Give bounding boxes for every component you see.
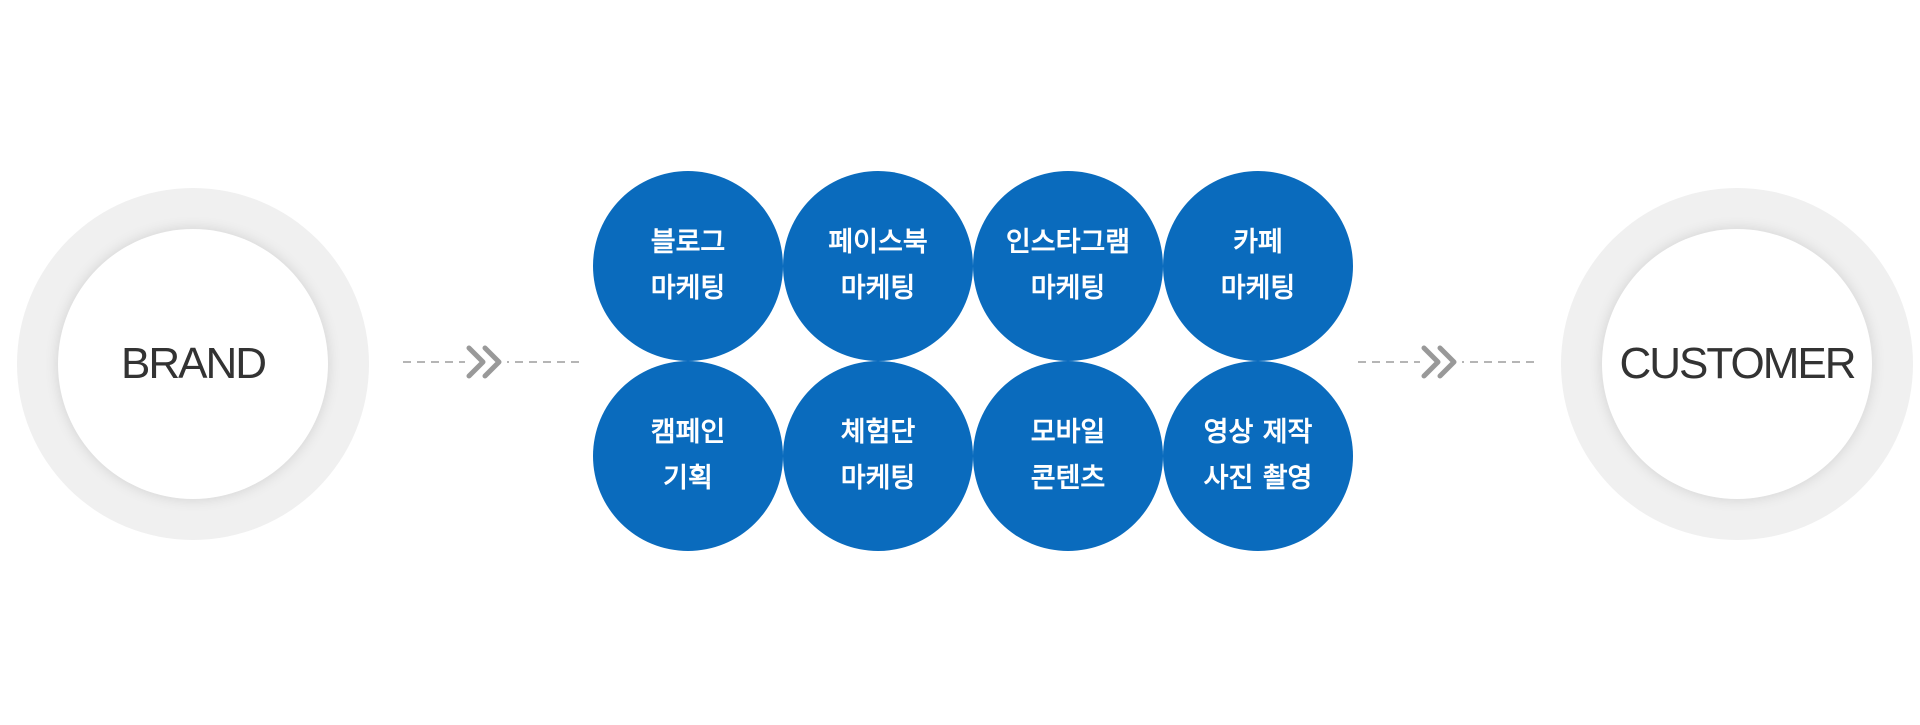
service-line2: 마케팅	[650, 273, 726, 304]
service-line1: 카페	[1233, 227, 1283, 258]
service-line1: 인스타그램	[1005, 227, 1131, 258]
connector-right	[1358, 345, 1534, 379]
service-line2: 콘텐츠	[1030, 463, 1106, 494]
customer-label: CUSTOMER	[1619, 339, 1857, 388]
service-bubble: 캠페인 기획	[593, 361, 783, 551]
service-line1: 영상 제작	[1203, 417, 1313, 448]
service-bubble: 페이스북 마케팅	[783, 171, 973, 361]
customer-node-inner: CUSTOMER	[1602, 229, 1872, 499]
service-bubble: 체험단 마케팅	[783, 361, 973, 551]
double-chevron-right-icon	[1421, 345, 1457, 379]
service-line1: 모바일	[1030, 417, 1106, 448]
brand-node: BRAND	[17, 188, 369, 540]
service-bubble: 모바일 콘텐츠	[973, 361, 1163, 551]
service-bubble: 블로그 마케팅	[593, 171, 783, 361]
service-line1: 블로그	[650, 227, 726, 258]
service-line1: 체험단	[840, 417, 916, 448]
service-bubble: 인스타그램 마케팅	[973, 171, 1163, 361]
service-line1: 캠페인	[650, 417, 726, 448]
service-bubble: 영상 제작 사진 촬영	[1163, 361, 1353, 551]
service-line2: 기획	[663, 463, 713, 494]
brand-label: BRAND	[120, 339, 267, 388]
service-line2: 마케팅	[1220, 273, 1296, 304]
service-bubble: 카페 마케팅	[1163, 171, 1353, 361]
service-line2: 마케팅	[1030, 273, 1106, 304]
service-line1: 페이스북	[828, 227, 928, 258]
connector-left	[403, 345, 579, 379]
services-grid: 블로그 마케팅 페이스북 마케팅 인스타그램 마케팅 카페 마케팅 캠페인 기획…	[593, 171, 1353, 551]
service-line2: 사진 촬영	[1203, 463, 1313, 494]
brand-node-inner: BRAND	[58, 229, 328, 499]
service-line2: 마케팅	[840, 273, 916, 304]
double-chevron-right-icon	[466, 345, 502, 379]
customer-node: CUSTOMER	[1561, 188, 1913, 540]
service-line2: 마케팅	[840, 463, 916, 494]
